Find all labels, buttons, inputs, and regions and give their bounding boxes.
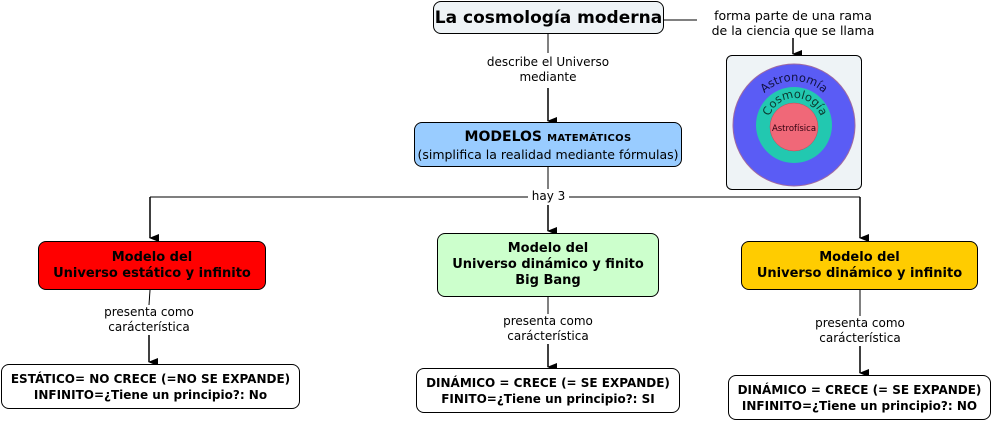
feature-link-1-line-2: carácterística — [108, 320, 190, 334]
describe-link-line-2: mediante — [519, 70, 577, 84]
model-1-line-2: Universo estático y infinito — [53, 265, 251, 281]
astrophysics-label: Astrofísica — [772, 124, 816, 134]
model-node-static-infinite[interactable]: Modelo del Universo estático y infinito — [38, 241, 266, 290]
feature-1-line-1: ESTÁTICO= NO CRECE (=NO SE EXPANDE) — [10, 371, 291, 386]
branch-link-line-2: de la ciencia que se llama — [711, 23, 875, 38]
feature-1-line-2: INFINITO=¿Tiene un principio?: No — [33, 387, 268, 402]
model-3-line-2: Universo dinámico y infinito — [756, 265, 963, 281]
feature-node-dynamic-finite[interactable]: DINÁMICO = CRECE (= SE EXPANDE) FINITO=¿… — [416, 368, 680, 413]
feature-link-label-3: presenta como carácterística — [801, 316, 919, 346]
models-title: MODELOS — [464, 128, 542, 145]
feature-3-line-2: INFINITO=¿Tiene un principio?: NO — [741, 398, 978, 413]
count-link-label: hay 3 — [528, 189, 569, 204]
feature-link-label-1: presenta como carácterística — [90, 305, 208, 335]
model-2-line-3: Big Bang — [515, 273, 581, 288]
feature-link-label-2: presenta como carácterística — [489, 314, 607, 344]
root-concept-label: La cosmología moderna — [434, 7, 663, 28]
nested-circles-illustration: Astronomía Cosmología Astrofísica — [732, 63, 856, 186]
model-node-dynamic-infinite[interactable]: Modelo del Universo dinámico y infinito — [741, 241, 978, 290]
model-node-dynamic-finite[interactable]: Modelo del Universo dinámico y finito Bi… — [437, 233, 659, 297]
feature-3-line-1: DINÁMICO = CRECE (= SE EXPANDE) — [737, 382, 982, 397]
feature-link-3-line-2: carácterística — [819, 331, 901, 345]
describe-link-line-1: describe el Universo — [486, 55, 610, 69]
model-3-line-1: Modelo del — [819, 249, 900, 265]
model-2-line-1: Modelo del — [507, 241, 589, 256]
astrophysics-circle — [769, 102, 819, 151]
branch-link-line-1: forma parte de una rama — [714, 8, 872, 23]
models-title-small: MATEMÁTICOS — [547, 132, 632, 144]
feature-link-3-line-1: presenta como — [815, 316, 905, 330]
feature-2-line-2: FINITO=¿Tiene un principio?: SI — [441, 391, 655, 406]
mathematical-models-node[interactable]: MODELOS MATEMÁTICOS (simplifica la reali… — [414, 122, 682, 167]
feature-node-dynamic-infinite[interactable]: DINÁMICO = CRECE (= SE EXPANDE) INFINITO… — [728, 375, 991, 420]
feature-2-line-1: DINÁMICO = CRECE (= SE EXPANDE) — [426, 375, 670, 390]
feature-node-static-infinite[interactable]: ESTÁTICO= NO CRECE (=NO SE EXPANDE) INFI… — [1, 364, 300, 409]
model-1-line-1: Modelo del — [111, 249, 193, 265]
root-concept-node[interactable]: La cosmología moderna — [433, 1, 664, 34]
branch-link-label: forma parte de una rama de la ciencia qu… — [698, 8, 888, 38]
models-subtitle: (simplifica la realidad mediante fórmula… — [417, 146, 679, 162]
edge-model-1-to-link — [148, 289, 151, 306]
feature-link-1-line-1: presenta como — [104, 305, 194, 319]
describe-link-label: describe el Universo mediante — [472, 55, 624, 85]
science-fields-image-node[interactable]: Astronomía Cosmología Astrofísica — [726, 55, 862, 190]
feature-link-2-line-2: carácterística — [507, 329, 589, 343]
feature-link-2-line-1: presenta como — [503, 314, 593, 328]
model-2-line-2: Universo dinámico y finito — [452, 257, 644, 272]
